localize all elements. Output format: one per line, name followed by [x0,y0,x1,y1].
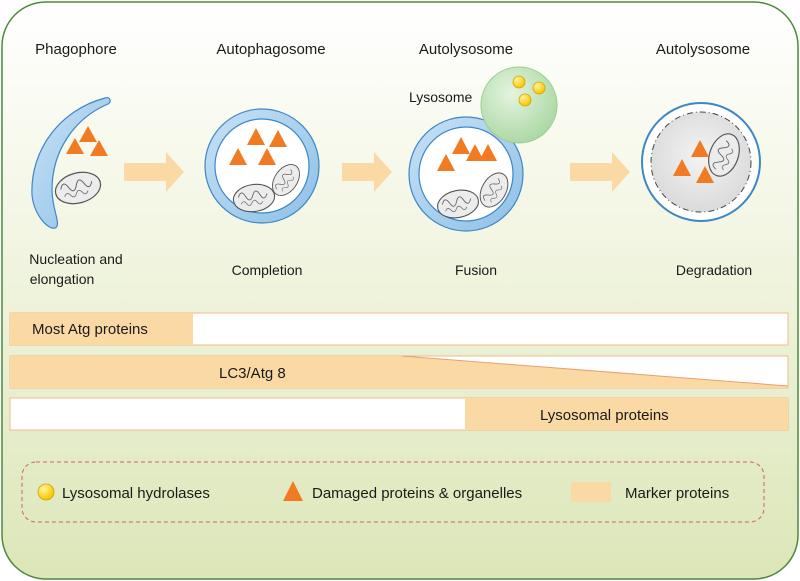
legend-label-marker: Marker proteins [625,485,729,502]
legend-label-hydrolases: Lysosomal hydrolases [62,485,210,502]
peach-rectangle-icon [571,482,611,502]
damaged-protein-triangle-icon [90,140,108,156]
stage-title-autolysosome-degradation: Autolysosome [656,41,750,58]
phagophore-illustration [31,97,111,229]
degradation-illustration [641,102,761,222]
fusion-illustration: Lysosome [408,66,558,232]
damaged-protein-triangle-icon [479,144,497,161]
damaged-protein-triangle-icon [229,148,247,165]
damaged-protein-triangle-icon [269,130,287,147]
legend-label-damaged: Damaged proteins & organelles [312,485,522,502]
right-arrow-icon [570,152,630,192]
lysosome-label: Lysosome [409,89,473,105]
caption-nucleation-line1: Nucleation and [29,251,122,267]
orange-triangle-icon [283,481,303,501]
bar-label-lysosomal: Lysosomal proteins [540,407,669,424]
stage-title-autolysosome-fusion: Autolysosome [419,41,513,58]
legend: Lysosomal hydrolases Damaged proteins & … [21,461,765,523]
bar-label-most-atg: Most Atg proteins [32,321,148,338]
phagophore-membrane [31,97,111,229]
damaged-protein-triangle-icon [258,148,276,165]
stage-title-phagophore: Phagophore [35,41,117,58]
right-arrow-icon [342,152,392,192]
legend-box [21,461,765,523]
lysosomal-hydrolase-icon [518,93,532,107]
bar-label-lc3: LC3/Atg 8 [219,365,286,382]
lysosomal-hydrolase-icon [512,75,526,89]
damaged-protein-triangle-icon [696,166,714,183]
caption-completion: Completion [232,262,303,278]
stage-title-autophagosome: Autophagosome [216,41,325,58]
bar-fill [10,313,193,345]
bar-fill [465,398,788,430]
caption-fusion: Fusion [455,262,497,278]
damaged-protein-triangle-icon [247,128,265,145]
marker-bar-lysosomal: Lysosomal proteins [9,397,789,431]
caption-nucleation-line2: elongation [30,271,95,287]
damaged-protein-triangle-icon [437,154,455,171]
autophagosome-illustration [204,108,320,224]
caption-degradation: Degradation [676,262,752,278]
bar-taper-edge [401,355,789,387]
marker-bar-lc3: LC3/Atg 8 [9,355,789,389]
yellow-circle-icon [37,483,55,501]
bar-fill-taper [10,356,788,388]
damaged-protein-triangle-icon [66,138,84,154]
damaged-protein-triangle-icon [452,137,470,154]
damaged-protein-triangle-icon [79,126,97,142]
lysosomal-hydrolase-icon [532,81,546,95]
damaged-protein-triangle-icon [466,144,484,161]
damaged-protein-triangle-icon [673,159,691,176]
right-arrow-icon [124,152,184,192]
damaged-protein-triangle-icon [691,140,709,157]
marker-bar-atg: Most Atg proteins [9,312,789,346]
